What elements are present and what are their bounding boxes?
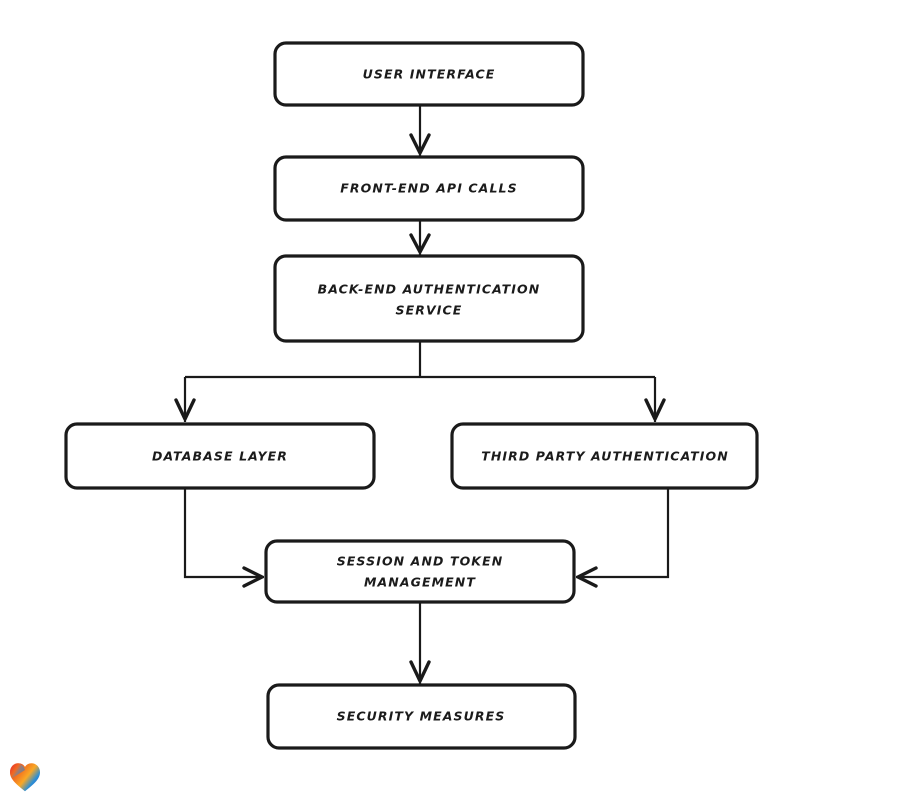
node-database-layer[interactable]: DATABASE LAYER [64,422,376,490]
node-session-token-mgmt[interactable]: SESSION AND TOKEN MANAGEMENT [264,539,576,604]
node-security-measures-shape[interactable] [266,683,577,750]
node-front-end-api-calls[interactable]: FRONT-END API CALLS [273,155,585,222]
heart-icon [10,763,40,792]
node-layer: USER INTERFACE FRONT-END API CALLS BACK-… [64,41,759,750]
node-third-party-auth-label: THIRD PARTY AUTHENTICATION [481,449,729,464]
node-session-token-mgmt-label-line2: MANAGEMENT [364,575,476,590]
edge-thirdparty-to-session [576,488,670,588]
node-security-measures-label: SECURITY MEASURES [337,709,506,724]
edge-layer [174,105,670,684]
node-third-party-auth-shape[interactable] [450,422,759,490]
node-database-layer-shape[interactable] [64,422,376,490]
node-session-token-mgmt-shape[interactable] [264,539,576,604]
edge-backend-to-thirdparty [644,377,666,422]
node-front-end-api-calls-shape[interactable] [273,155,585,222]
heart-icon-highlight [10,763,25,779]
node-back-end-auth-service[interactable]: BACK-END AUTHENTICATION SERVICE [273,254,585,343]
node-security-measures[interactable]: SECURITY MEASURES [266,683,577,750]
node-user-interface-shape[interactable] [273,41,585,107]
edge-database-to-session [183,488,264,588]
edge-session-to-security [409,602,431,684]
node-back-end-auth-service-label-line2: SERVICE [396,303,463,318]
node-front-end-api-calls-label: FRONT-END API CALLS [340,181,517,196]
node-third-party-auth[interactable]: THIRD PARTY AUTHENTICATION [450,422,759,490]
edge-api-to-backend [409,220,431,255]
edge-ui-to-api [409,105,431,156]
node-database-layer-label: DATABASE LAYER [152,449,288,464]
edge-backend-branch-trunk [185,341,655,379]
edge-backend-to-database [174,377,196,422]
node-user-interface[interactable]: USER INTERFACE [273,41,585,107]
node-back-end-auth-service-label-line1: BACK-END AUTHENTICATION [318,282,541,297]
node-session-token-mgmt-label-line1: SESSION AND TOKEN [337,554,504,569]
node-user-interface-label: USER INTERFACE [363,67,496,82]
node-back-end-auth-service-shape[interactable] [273,254,585,343]
